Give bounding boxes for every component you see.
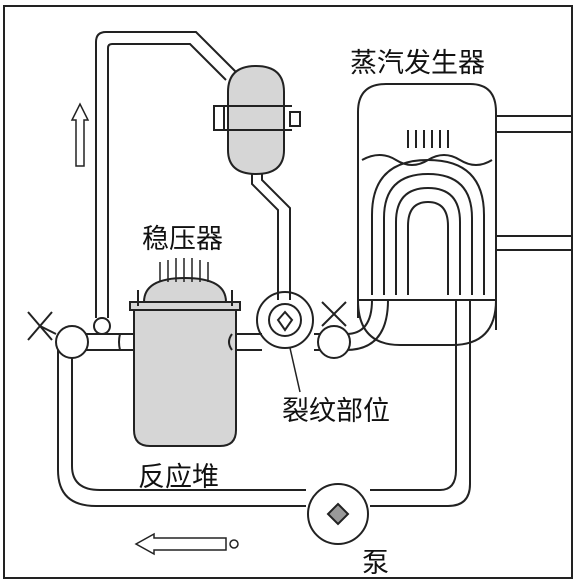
surge-line [251,174,291,300]
pressurizer-label: 稳压器 [142,224,223,255]
reactor-vessel [129,258,241,447]
hot-leg-valve [317,301,351,359]
flow-left-arrow [134,532,239,556]
crack-location-label: 裂纹部位 [282,396,390,427]
flow-up-arrow [70,102,90,167]
pump-label: 泵 [362,548,389,579]
left-junction [27,311,111,359]
reactor-label: 反应堆 [138,462,219,493]
hot-leg [228,299,389,351]
pump-symbol [307,483,369,545]
steam-generator [357,83,573,346]
steam-generator-label: 蒸汽发生器 [350,48,485,79]
containment-frame [3,5,573,579]
pressurizer-vessel [213,64,301,176]
cold-leg [57,300,471,507]
crack-location-marker [256,291,314,393]
spray-line [95,31,237,318]
